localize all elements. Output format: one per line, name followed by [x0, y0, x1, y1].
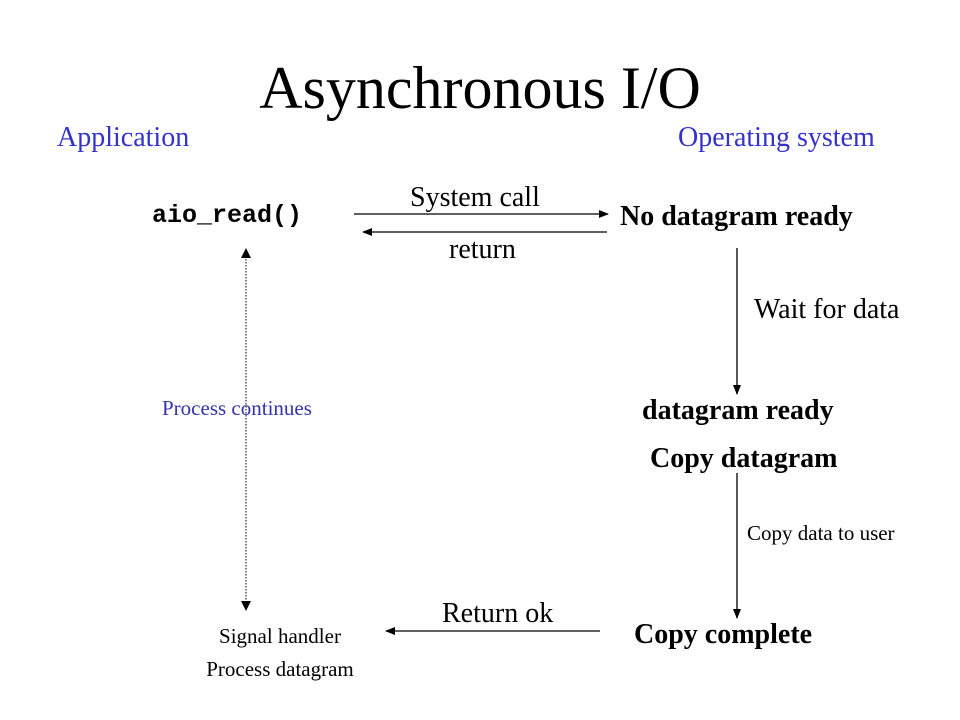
copy-data-to-user-label: Copy data to user	[747, 521, 895, 545]
copy-complete-state: Copy complete	[634, 619, 813, 650]
process-datagram-label: Process datagram	[206, 657, 354, 681]
process-continues-label: Process continues	[162, 396, 312, 420]
os-column-heading: Operating system	[678, 122, 875, 153]
aio-read-call: aio_read()	[152, 201, 303, 230]
no-datagram-ready-state: No datagram ready	[620, 201, 853, 232]
copy-datagram-state: Copy datagram	[650, 443, 838, 474]
page-title: Asynchronous I/O	[259, 55, 701, 121]
application-column-heading: Application	[57, 122, 190, 153]
return-ok-label: Return ok	[442, 598, 554, 629]
return-label: return	[449, 234, 516, 265]
process-continues-arrowhead-bottom	[241, 601, 251, 611]
system-call-label: System call	[410, 182, 540, 213]
wait-for-data-label: Wait for data	[754, 294, 900, 325]
datagram-ready-state: datagram ready	[642, 395, 834, 426]
process-continues-arrowhead-top	[241, 248, 251, 258]
signal-handler-label: Signal handler	[219, 624, 341, 648]
